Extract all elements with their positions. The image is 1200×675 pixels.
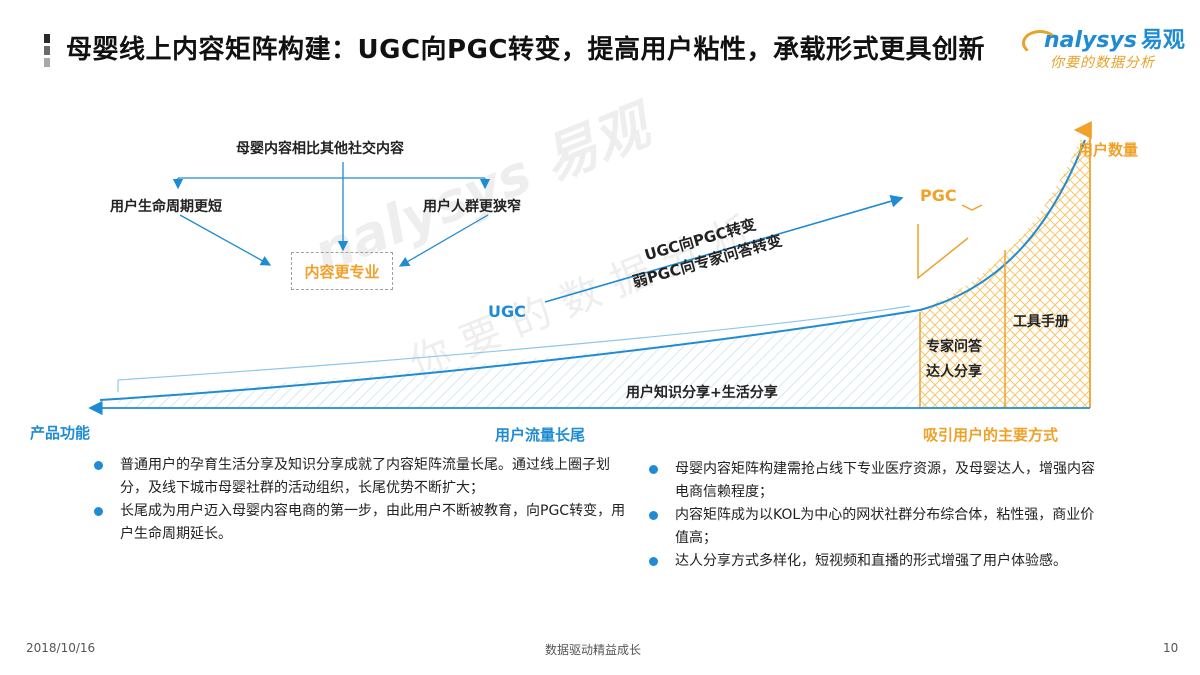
ugc-label: UGC	[488, 302, 526, 321]
left-bullet-list: 普通用户的孕育生活分享及知识分享成就了内容矩阵流量长尾。通过线上圈子划分，及线下…	[90, 454, 626, 546]
tail-curve-inner	[117, 305, 911, 381]
center-box: 内容更专业	[291, 252, 393, 290]
page-number: 10	[1163, 641, 1179, 655]
x-axis-right-label: 吸引用户的主要方式	[923, 426, 1059, 444]
right-label: 用户人群更狭窄	[423, 199, 521, 215]
footer-date: 2018/10/16	[26, 641, 96, 655]
x-axis-left-label: 产品功能	[30, 424, 91, 442]
page-title: 母婴线上内容矩阵构建：UGC向PGC转变，提高用户粘性，承载形式更具创新	[66, 35, 986, 65]
area-label: 用户知识分享+生活分享	[626, 385, 778, 401]
bullet-dot-icon	[649, 511, 658, 520]
tool-manual-label: 工具手册	[1013, 314, 1069, 330]
bullet-dot-icon	[94, 461, 103, 470]
ugc-pgc-arrow	[544, 194, 904, 303]
x-axis-mid-label: 用户流量长尾	[495, 426, 586, 444]
pgc-label: PGC	[920, 186, 957, 205]
left-label: 用户生命周期更短	[110, 199, 222, 215]
top-label: 母婴内容相比其他社交内容	[236, 141, 404, 157]
list-item: 达人分享方式多样化，短视频和直播的形式增强了用户体验感。	[645, 550, 1105, 573]
title-accent-bar	[44, 34, 50, 74]
logo-slogan: 你要的数据分析	[1050, 55, 1155, 71]
talent-share-label: 达人分享	[926, 364, 982, 380]
list-item: 母婴内容矩阵构建需抢占线下专业医疗资源，及母婴达人，增强内容电商信赖程度；	[645, 458, 1105, 504]
tail-curve	[99, 139, 1086, 401]
list-item: 长尾成为用户迈入母婴内容电商的第一步，由此用户不断被教育，向PGC转变，用户生命…	[90, 500, 626, 546]
expert-qa-label: 专家问答	[926, 339, 982, 355]
list-item: 普通用户的孕育生活分享及知识分享成就了内容矩阵流量长尾。通过线上圈子划分，及线下…	[90, 454, 626, 500]
bullet-dot-icon	[94, 507, 103, 516]
top-connectors	[172, 162, 491, 267]
bullet-dot-icon	[649, 465, 658, 474]
footer-center: 数据驱动精益成长	[545, 643, 642, 657]
long-tail-area	[118, 310, 920, 408]
bullet-dot-icon	[649, 557, 658, 566]
y-axis-label: 用户数量	[1078, 141, 1139, 159]
list-item: 内容矩阵成为以KOL为中心的网状社群分布综合体，粘性强，商业价值高；	[645, 504, 1105, 550]
right-bullet-list: 母婴内容矩阵构建需抢占线下专业医疗资源，及母婴达人，增强内容电商信赖程度； 内容…	[645, 458, 1105, 573]
logo-swoosh-icon	[1022, 30, 1058, 56]
